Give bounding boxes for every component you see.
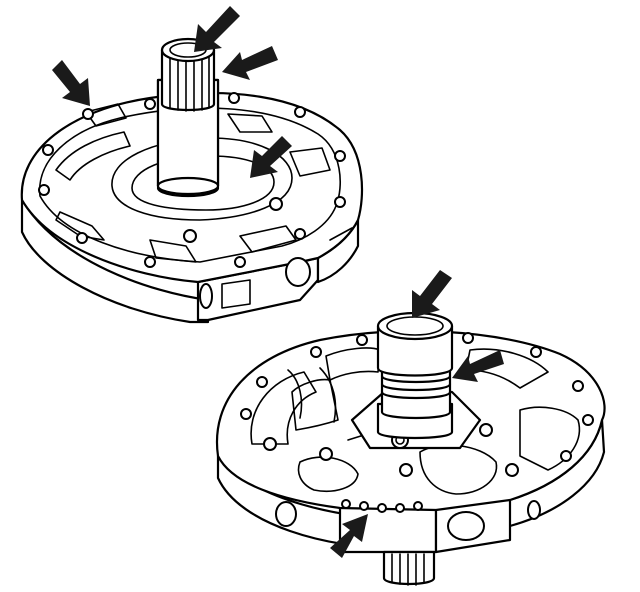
pump-body bbox=[215, 270, 606, 586]
bolt-hole bbox=[334, 196, 346, 208]
arrow-cover-bolt-hole bbox=[52, 60, 90, 106]
pump-cover-side-port bbox=[285, 257, 311, 287]
callout-arrows-cover bbox=[52, 6, 292, 178]
pump-cover-bolt-holes bbox=[38, 92, 346, 268]
bolt-hole bbox=[377, 503, 387, 513]
pump-cover-side-wall bbox=[20, 198, 210, 324]
arrow-body-bolt-hole bbox=[330, 514, 368, 558]
pump-cover-passage-ring bbox=[111, 137, 293, 221]
pump-body-cavity-left bbox=[250, 371, 317, 445]
pump-body-side-port bbox=[275, 501, 297, 527]
pump-cover-passage-a bbox=[55, 131, 131, 181]
bolt-hole bbox=[269, 197, 283, 211]
pump-body-cavity-right bbox=[519, 406, 581, 471]
bolt-hole bbox=[334, 150, 346, 162]
bolt-hole bbox=[144, 98, 156, 110]
bolt-hole bbox=[341, 499, 351, 509]
bolt-hole bbox=[479, 423, 493, 437]
bolt-hole bbox=[256, 376, 268, 388]
bolt-hole bbox=[319, 447, 333, 461]
arrow-stator-shaft-splines bbox=[222, 46, 278, 80]
pump-cover-side-slot bbox=[221, 279, 251, 309]
pump-cover-passage-d bbox=[289, 147, 331, 177]
bolt-hole bbox=[82, 108, 94, 120]
pump-cover-passage-e bbox=[149, 239, 197, 263]
pump-cover-passage-b bbox=[55, 211, 105, 241]
bolt-hole bbox=[359, 501, 369, 511]
pump-cover-passage-c bbox=[227, 113, 273, 133]
pump-body-lower-shaft bbox=[382, 550, 436, 586]
pump-body-cavity-top-left bbox=[325, 347, 381, 381]
bolt-hole bbox=[42, 144, 54, 156]
pump-cover-side-port bbox=[199, 283, 213, 309]
pump-body-side-port bbox=[447, 511, 485, 541]
bolt-hole bbox=[413, 501, 423, 511]
bolt-hole bbox=[310, 346, 322, 358]
arrow-stator-shaft-end bbox=[194, 6, 240, 52]
pump-body-rib-1 bbox=[287, 369, 303, 419]
callout-arrows-body bbox=[330, 270, 504, 558]
pump-body-hub bbox=[376, 311, 454, 440]
stator-shaft bbox=[156, 37, 220, 198]
pump-cover bbox=[20, 6, 364, 324]
bolt-hole bbox=[183, 229, 197, 243]
stator-shaft-lower-edge bbox=[156, 176, 220, 196]
bolt-hole bbox=[294, 228, 306, 240]
pump-body-hub-seal-grooves bbox=[380, 374, 452, 400]
bolt-hole bbox=[76, 232, 88, 244]
bolt-hole bbox=[505, 463, 519, 477]
pump-body-lower-shaft-body bbox=[382, 550, 436, 586]
bolt-hole bbox=[240, 408, 252, 420]
pump-body-bolt-holes bbox=[240, 332, 594, 513]
bolt-hole bbox=[582, 414, 594, 426]
pump-body-cavity-left-b bbox=[291, 378, 339, 431]
bolt-hole bbox=[294, 106, 306, 118]
arrow-hub-seal-grooves bbox=[452, 350, 504, 382]
bolt-hole bbox=[462, 332, 474, 344]
bolt-hole bbox=[530, 346, 542, 358]
bolt-hole bbox=[38, 184, 50, 196]
bolt-hole bbox=[263, 437, 277, 451]
bolt-hole bbox=[572, 380, 584, 392]
arrow-cover-passage bbox=[250, 136, 292, 178]
bolt-hole bbox=[144, 256, 156, 268]
pump-cover-passage-g bbox=[85, 103, 127, 127]
bolt-hole bbox=[399, 463, 413, 477]
pump-cover-passage-f bbox=[239, 225, 297, 253]
stator-shaft-splines bbox=[160, 48, 216, 112]
pump-body-hub-ring-section bbox=[380, 368, 452, 420]
pump-body-side-port bbox=[527, 500, 541, 520]
bolt-hole bbox=[356, 334, 368, 346]
bolt-hole bbox=[395, 503, 405, 513]
pump-cover-edge-line bbox=[329, 227, 353, 241]
arrow-hub-end-face bbox=[412, 270, 452, 318]
bolt-hole bbox=[228, 92, 240, 104]
stator-shaft-spline-teeth bbox=[169, 53, 210, 112]
bolt-hole bbox=[234, 256, 246, 268]
pump-body-rib-2 bbox=[319, 367, 337, 423]
bolt-hole bbox=[560, 450, 572, 462]
